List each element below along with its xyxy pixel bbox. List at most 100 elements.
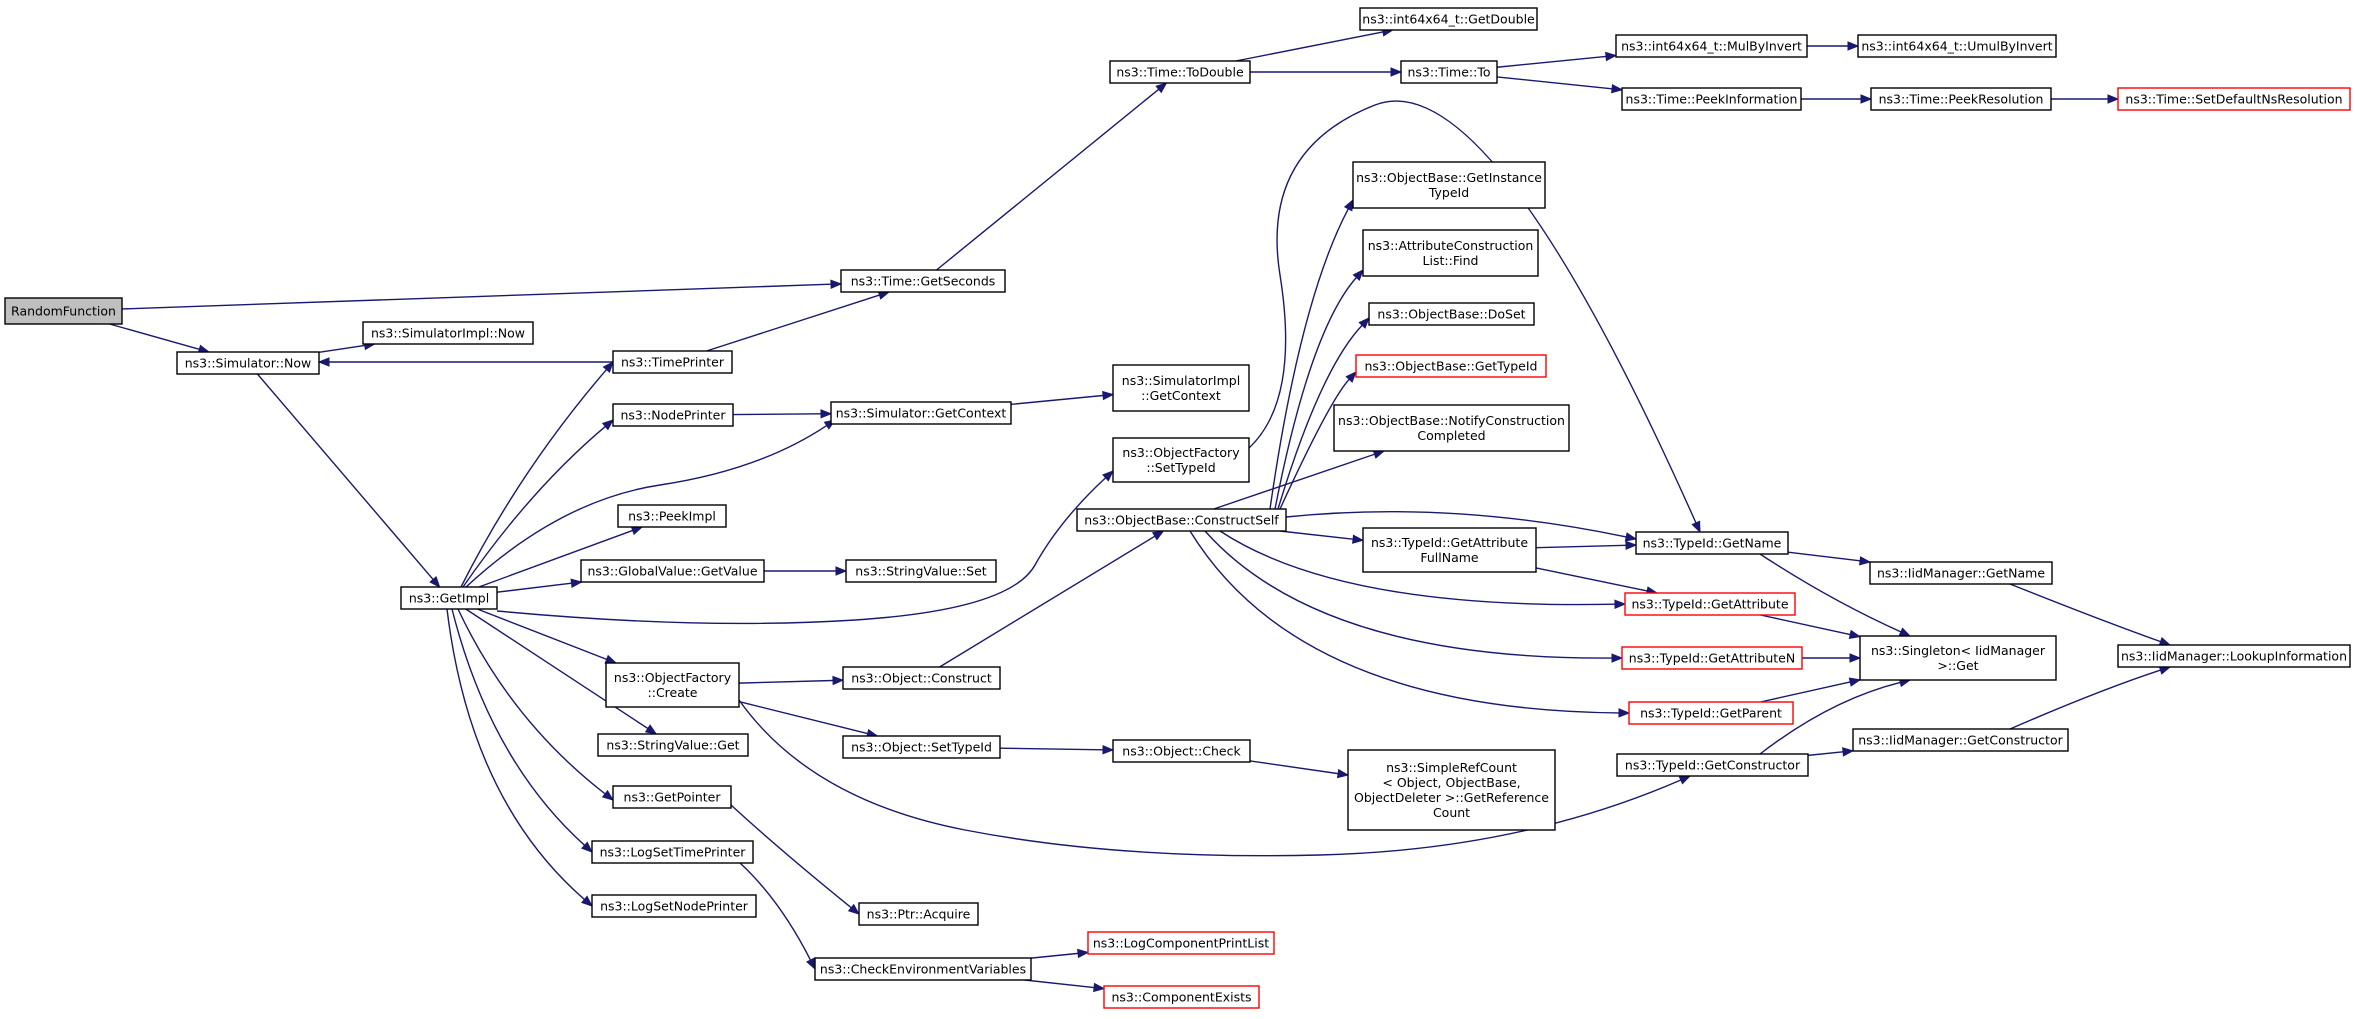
node-singleton-get[interactable]: ns3::Singleton< IidManager>::Get xyxy=(1859,635,2057,681)
node-logcomponentprintlist[interactable]: ns3::LogComponentPrintList xyxy=(1087,931,1275,955)
node-simulatorimpl-getcontext[interactable]: ns3::SimulatorImpl::GetContext xyxy=(1112,364,1250,412)
node-object-construct[interactable]: ns3::Object::Construct xyxy=(842,666,1001,690)
node-simulatorimpl-now[interactable]: ns3::SimulatorImpl::Now xyxy=(362,321,534,345)
node-box xyxy=(842,735,1001,759)
edge-line xyxy=(936,88,1160,271)
node-time-getseconds[interactable]: ns3::Time::GetSeconds xyxy=(840,269,1006,293)
node-box xyxy=(591,894,757,918)
node-logsettimeprinter[interactable]: ns3::LogSetTimePrinter xyxy=(591,840,754,864)
node-stringvalue-set[interactable]: ns3::StringValue::Set xyxy=(845,559,997,583)
node-random-function[interactable]: RandomFunction xyxy=(4,297,123,325)
node-object-check[interactable]: ns3::Object::Check xyxy=(1112,739,1251,763)
node-time-peekinformation[interactable]: ns3::Time::PeekInformation xyxy=(1621,87,1802,111)
node-typeid-getattribute[interactable]: ns3::TypeId::GetAttribute xyxy=(1624,592,1796,616)
node-iidmanager-lookupinformation[interactable]: ns3::IidManager::LookupInformation xyxy=(2117,644,2351,668)
node-object-settypeid[interactable]: ns3::Object::SetTypeId xyxy=(842,735,1001,759)
arrowhead-icon xyxy=(1345,371,1357,383)
arrowhead-icon xyxy=(644,724,658,735)
node-box xyxy=(612,403,734,427)
edge-line xyxy=(706,294,880,352)
node-time-peekresolution[interactable]: ns3::Time::PeekResolution xyxy=(1870,87,2052,111)
node-getpointer[interactable]: ns3::GetPointer xyxy=(612,785,732,809)
node-ptr-acquire[interactable]: ns3::Ptr::Acquire xyxy=(858,902,979,926)
arrowhead-icon xyxy=(847,903,861,915)
node-int64x64-mulbyinvert[interactable]: ns3::int64x64_t::MulByInvert xyxy=(1615,34,1808,58)
node-int64x64-umulbyinvert[interactable]: ns3::int64x64_t::UmulByInvert xyxy=(1857,34,2057,58)
node-box xyxy=(1347,749,1556,831)
edge-line xyxy=(2009,583,2161,643)
arrowhead-icon xyxy=(2107,94,2120,104)
node-objectbase-doset[interactable]: ns3::ObjectBase::DoSet xyxy=(1368,302,1535,326)
node-time-to[interactable]: ns3::Time::To xyxy=(1400,60,1498,84)
node-nodeprinter[interactable]: ns3::NodePrinter xyxy=(612,403,734,427)
node-getimpl[interactable]: ns3::GetImpl xyxy=(400,586,498,610)
edge-time_to-to-int64x64_mulbyinvert xyxy=(1496,51,1618,68)
node-label: ns3::Simulator::Now xyxy=(185,356,312,371)
edge-objectbase_constructself-to-attributeconstructionlist_find xyxy=(1274,268,1364,510)
edge-getimpl-to-nodeprinter xyxy=(462,419,615,588)
node-globalvalue-getvalue[interactable]: ns3::GlobalValue::GetValue xyxy=(580,559,765,583)
edge-line xyxy=(1496,55,1607,68)
arrowhead-icon xyxy=(1611,84,1624,94)
node-box xyxy=(1362,527,1537,573)
node-timeprinter[interactable]: ns3::TimePrinter xyxy=(612,350,733,374)
edge-objectbase_constructself-to-typeid_getattribute xyxy=(1219,530,1627,609)
node-box xyxy=(1635,531,1789,555)
node-checkenvvars[interactable]: ns3::CheckEnvironmentVariables xyxy=(814,957,1032,981)
node-componentexists[interactable]: ns3::ComponentExists xyxy=(1103,985,1260,1009)
node-label: ns3::GetPointer xyxy=(624,790,722,805)
node-iidmanager-getconstructor[interactable]: ns3::IidManager::GetConstructor xyxy=(1852,728,2069,752)
node-objectbase-constructself[interactable]: ns3::ObjectBase::ConstructSelf xyxy=(1076,508,1287,532)
arrowhead-icon xyxy=(1102,390,1115,401)
node-typeid-getparent[interactable]: ns3::TypeId::GetParent xyxy=(1628,701,1794,725)
edge-line xyxy=(121,283,832,310)
edge-line xyxy=(1213,453,1375,510)
node-objectbase-gettypeid[interactable]: ns3::ObjectBase::GetTypeId xyxy=(1355,354,1547,378)
node-iidmanager-getname[interactable]: ns3::IidManager::GetName xyxy=(1869,561,2053,585)
arrowhead-icon xyxy=(2158,637,2172,646)
arrowhead-icon xyxy=(602,360,614,374)
edge-line xyxy=(1759,681,1901,755)
edge-typeid_getattribute-to-singleton_get xyxy=(1760,614,1862,640)
arrowhead-icon xyxy=(1678,775,1692,785)
node-objectfactory-settypeid[interactable]: ns3::ObjectFactory::SetTypeId xyxy=(1112,437,1250,483)
edge-getimpl-to-logsetnodeprinter xyxy=(446,608,594,907)
node-objectbase-notifyconstructioncompleted[interactable]: ns3::ObjectBase::NotifyConstructionCompl… xyxy=(1333,404,1570,452)
node-logsetnodeprinter[interactable]: ns3::LogSetNodePrinter xyxy=(591,894,757,918)
edge-typeid_getconstructor-to-iidmanager_getconstructor xyxy=(1807,747,1855,757)
edge-line xyxy=(462,425,606,588)
node-box xyxy=(1368,302,1535,326)
node-typeid-getname[interactable]: ns3::TypeId::GetName xyxy=(1635,531,1789,555)
node-time-todouble[interactable]: ns3::Time::ToDouble xyxy=(1109,60,1251,84)
node-label: ns3::ObjectBase::NotifyConstruction xyxy=(1338,413,1565,428)
arrowhead-icon xyxy=(1155,82,1168,94)
node-label: ns3::PeekImpl xyxy=(628,509,716,524)
node-typeid-getattributen[interactable]: ns3::TypeId::GetAttributeN xyxy=(1621,646,1803,670)
node-objectfactory-create[interactable]: ns3::ObjectFactory::Create xyxy=(605,662,740,708)
edge-simulator_getcontext-to-simulatorimpl_getcontext xyxy=(1010,390,1115,406)
node-peekimpl[interactable]: ns3::PeekImpl xyxy=(617,504,727,528)
edge-line xyxy=(739,862,812,961)
edge-object_construct-to-objectbase_constructself xyxy=(939,530,1165,668)
node-time-setdefaultnsresolution[interactable]: ns3::Time::SetDefaultNsResolution xyxy=(2117,87,2351,111)
arrowhead-icon xyxy=(570,578,583,588)
node-simplerefcount-getreferencecount[interactable]: ns3::SimpleRefCount< Object, ObjectBase,… xyxy=(1347,749,1556,831)
node-box xyxy=(591,840,754,864)
node-simulator-getcontext[interactable]: ns3::Simulator::GetContext xyxy=(830,401,1012,425)
edge-timeprinter-to-simulator_now xyxy=(317,357,613,367)
node-stringvalue-get[interactable]: ns3::StringValue::Get xyxy=(597,733,749,757)
edge-objectbase_constructself-to-typeid_getparent xyxy=(1189,530,1631,718)
edge-line xyxy=(732,413,822,416)
edge-getimpl-to-timeprinter xyxy=(460,360,614,588)
node-label: ns3::SimulatorImpl xyxy=(1122,373,1240,388)
node-int64x64-getdouble[interactable]: ns3::int64x64_t::GetDouble xyxy=(1359,7,1538,31)
edge-typeid_getattributen-to-singleton_get xyxy=(1802,653,1862,663)
node-typeid-getconstructor[interactable]: ns3::TypeId::GetConstructor xyxy=(1616,753,1809,777)
node-label: ::SetTypeId xyxy=(1146,460,1215,475)
arrowhead-icon xyxy=(1352,534,1365,544)
node-simulator-now[interactable]: ns3::Simulator::Now xyxy=(176,351,320,375)
arrowhead-icon xyxy=(806,957,816,971)
